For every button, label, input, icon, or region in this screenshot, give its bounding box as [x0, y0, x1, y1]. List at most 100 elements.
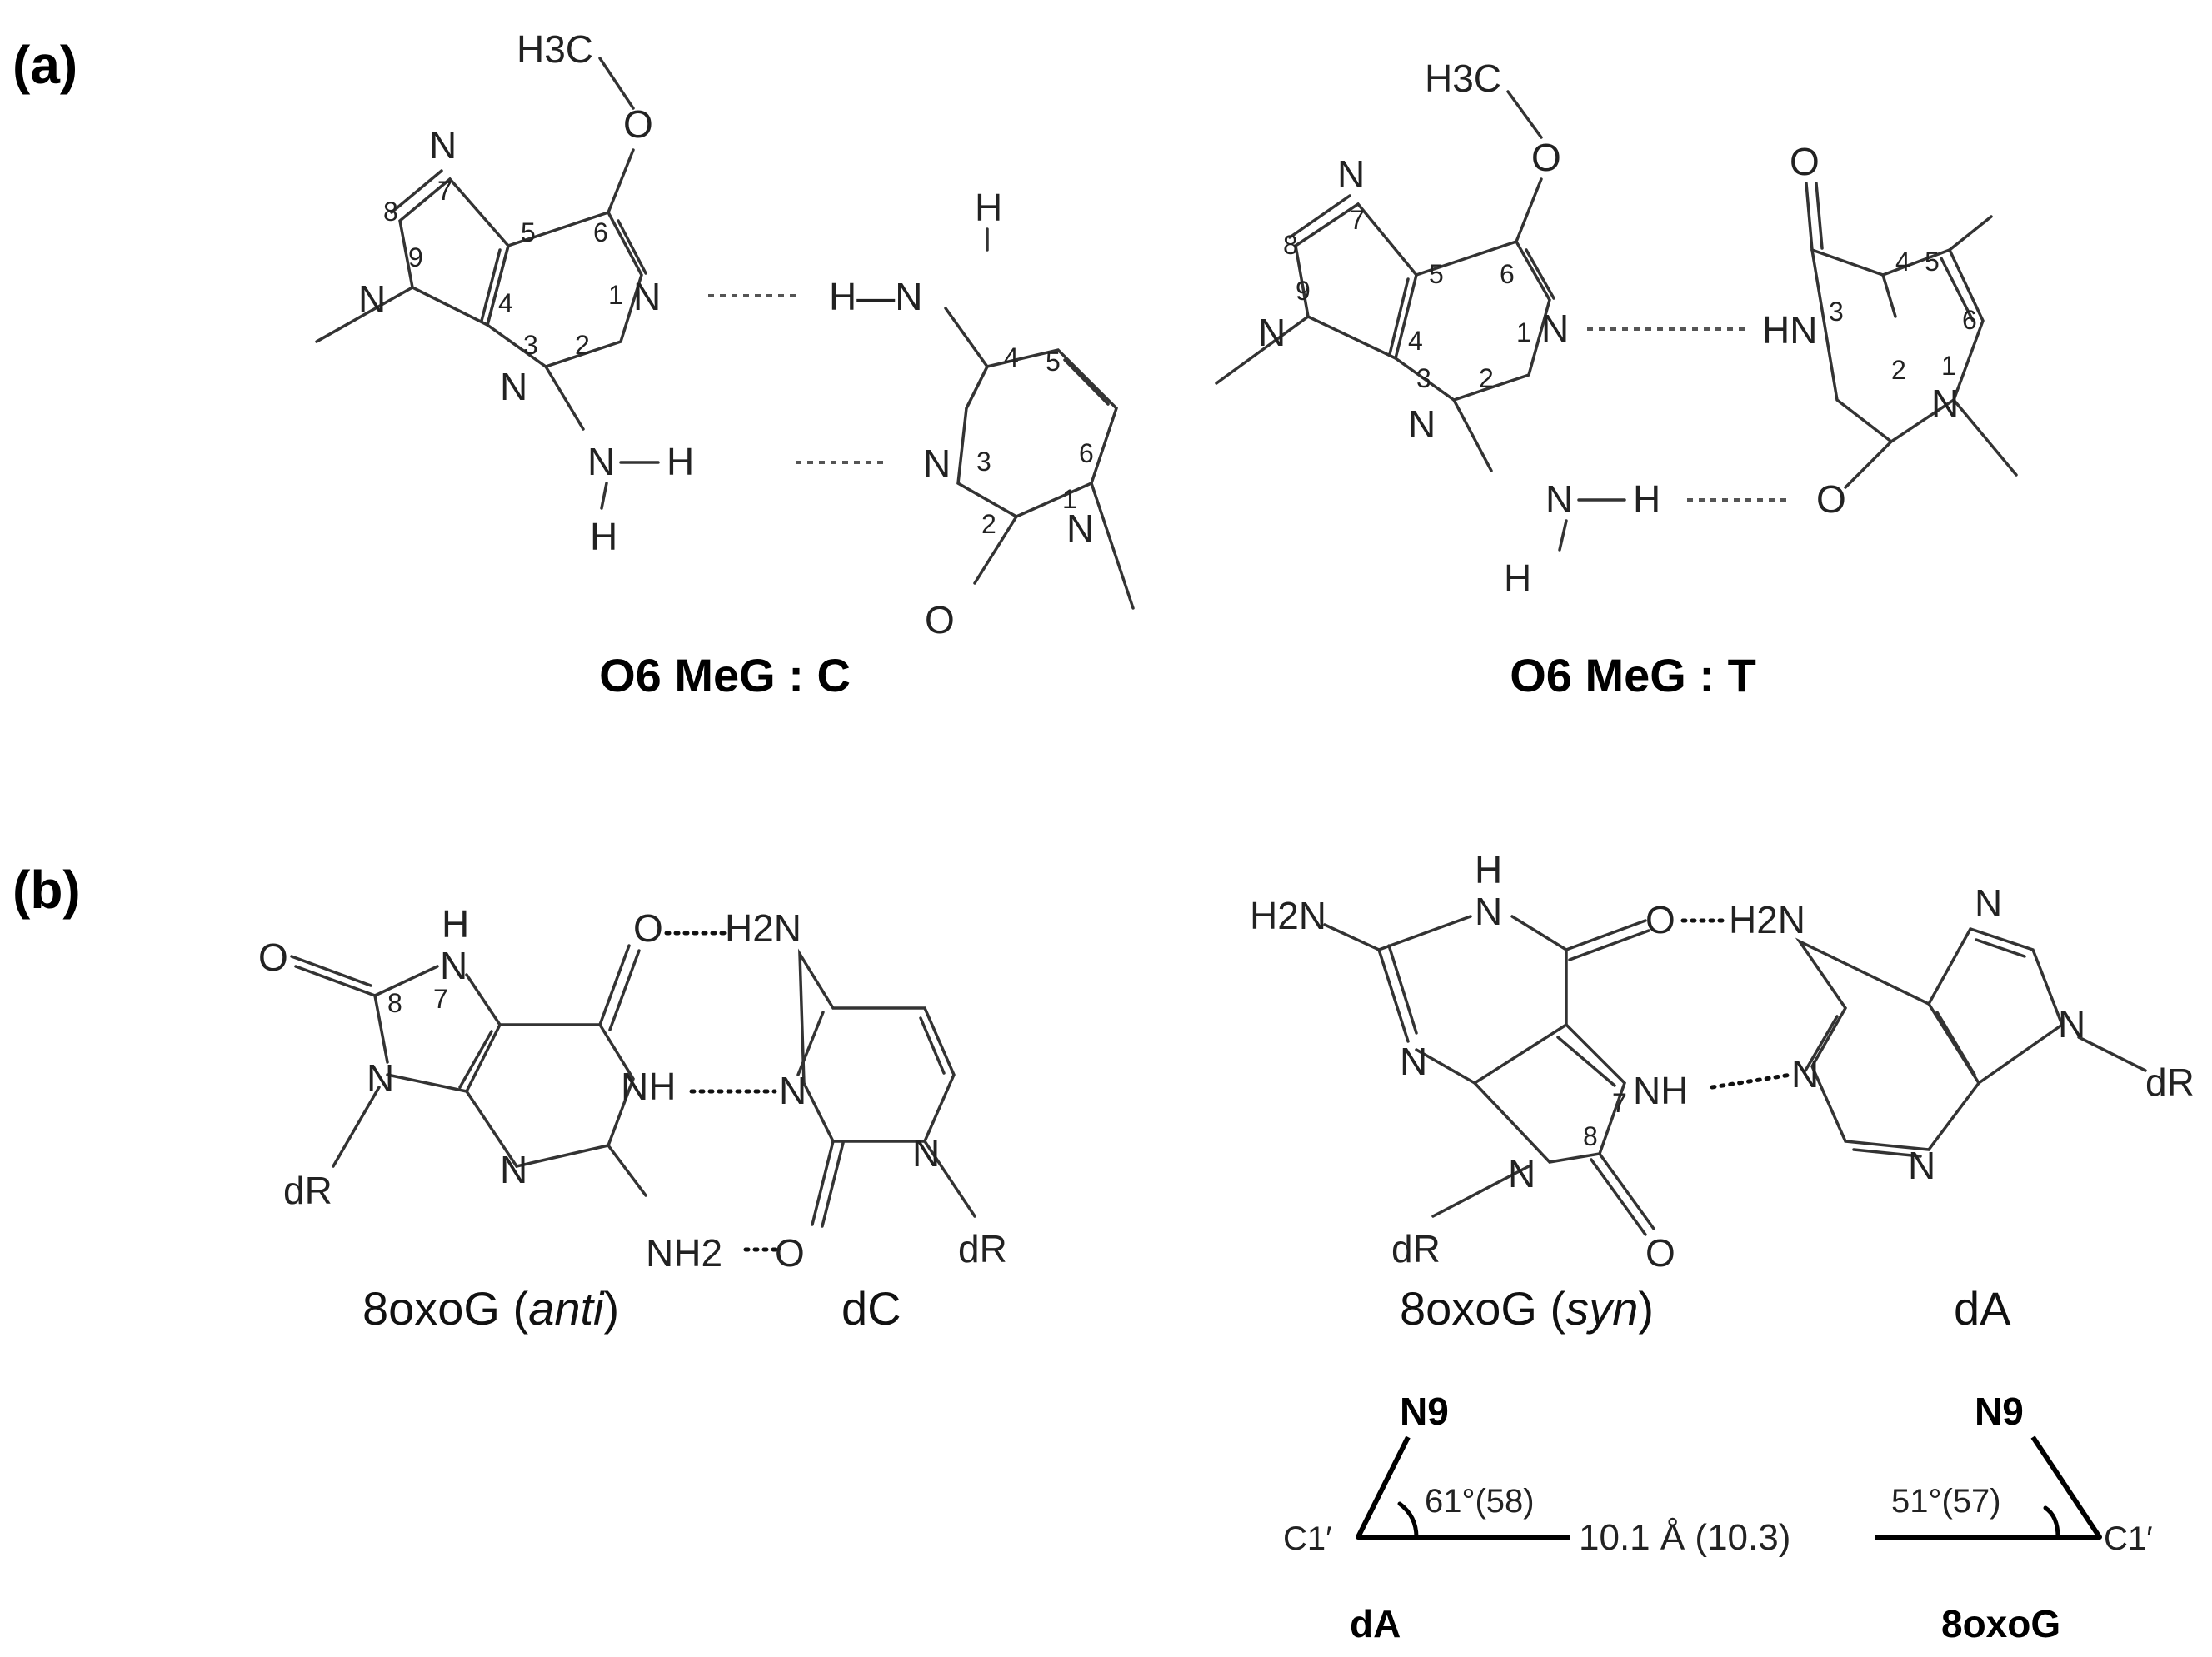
ring-number: 4: [1004, 342, 1019, 372]
ring-number: 5: [1925, 247, 1940, 277]
ring-number: 1: [1062, 484, 1077, 514]
atom-o6: O: [633, 906, 663, 950]
atom-n9: N: [358, 277, 386, 321]
caption-prefix: 8oxoG (: [1400, 1282, 1566, 1335]
atom-n9: N: [1508, 1152, 1535, 1195]
atom-n3-a: N: [1908, 1144, 1935, 1187]
panel-label-a: (a): [12, 35, 77, 95]
ring-number: 8: [1583, 1121, 1598, 1151]
atom-n3-c: N: [923, 442, 951, 485]
atom-dr: dR: [283, 1169, 332, 1212]
geometry-schematic: N9 N9 C1′ C1′ 61°(58) 51°(57) 10.1 Å (10…: [1283, 1390, 2153, 1645]
ring-number: 4: [1408, 326, 1423, 356]
caption-italic: anti: [528, 1282, 605, 1335]
atom-n7-a: N: [1975, 881, 2002, 925]
atom-n1: N: [633, 275, 661, 318]
methyl-label: H3C: [1425, 57, 1501, 100]
panel-label-b: (b): [12, 860, 81, 920]
ring-number: 7: [437, 176, 452, 206]
caption-suffix: ): [1638, 1282, 1654, 1335]
ring-number: 7: [1612, 1088, 1627, 1118]
ring-number: 1: [608, 280, 623, 310]
label-da: dA: [1350, 1602, 1401, 1645]
atom-h2n: H2N: [1250, 894, 1326, 937]
atom-n1-a: N: [1791, 1052, 1819, 1096]
atom-n-amino: N: [587, 440, 615, 483]
caption-da: dA: [1954, 1282, 2011, 1335]
ring-number: 4: [498, 288, 513, 318]
atom-dr: dR: [2145, 1061, 2195, 1104]
atom-n1: NH: [621, 1065, 676, 1108]
atom-h: H: [1475, 848, 1502, 891]
distance-label: 10.1 Å (10.3): [1579, 1517, 1790, 1558]
ring-number: 6: [1962, 305, 1977, 335]
atom-o2: O: [925, 598, 955, 641]
h-n-label: H—N: [829, 275, 922, 318]
atom-o: O: [1531, 136, 1561, 179]
ring-number: 5: [1429, 259, 1444, 289]
ring-number: 2: [981, 509, 996, 539]
ring-number: 3: [523, 330, 538, 360]
ring-number: 4: [1895, 247, 1910, 277]
ring-number: 1: [1516, 317, 1531, 347]
atom-n1: N: [1541, 307, 1569, 350]
atom-n3-c: N: [779, 1069, 806, 1112]
caption-suffix: ): [604, 1282, 620, 1335]
atom-n9: N: [367, 1056, 394, 1100]
ring-number: 3: [1829, 297, 1844, 327]
atom-h: H: [975, 186, 1002, 229]
atom-h: H: [1504, 556, 1531, 600]
angle-left: 61°(58): [1425, 1483, 1535, 1520]
atom-n7h: NH: [1633, 1069, 1688, 1112]
atom-n7: N: [1337, 152, 1365, 196]
ring-number: 3: [1416, 363, 1431, 393]
label-n9-right: N9: [1975, 1390, 2024, 1433]
ring-number: 1: [1941, 351, 1956, 381]
atom-o8: O: [1645, 1231, 1675, 1275]
atom-n3: N: [500, 1148, 527, 1191]
structure-o6meg-c: H3C O N N N N N H H 7 8 9 5 6 4 1 3 2: [315, 27, 1135, 641]
atom-h2n: H2N: [1729, 898, 1805, 941]
ring-number: 9: [1296, 276, 1311, 306]
atom-h: H: [590, 515, 617, 558]
ring-number: 7: [1350, 205, 1365, 235]
atom-o6: O: [1645, 898, 1675, 941]
atom-n9: N: [1258, 311, 1286, 354]
caption-dc: dC: [841, 1282, 901, 1335]
ring-number: 8: [387, 988, 402, 1018]
angle-right: 51°(57): [1891, 1483, 2001, 1520]
atom-h: H: [1633, 477, 1660, 521]
atom-n1-c: N: [1066, 507, 1094, 550]
ring-number: 2: [1891, 355, 1906, 385]
ring-number: 6: [1500, 259, 1515, 289]
atom-n9-a: N: [2058, 1002, 2085, 1046]
label-n9-left: N9: [1400, 1390, 1449, 1433]
atom-n2: NH2: [646, 1231, 722, 1275]
atom-h: H: [667, 440, 694, 483]
atom-n3-t: HN: [1762, 308, 1817, 352]
ring-number: 2: [1479, 363, 1494, 393]
caption-italic: syn: [1565, 1282, 1638, 1335]
atom-dr: dR: [958, 1227, 1007, 1270]
atom-n3: N: [500, 365, 527, 408]
atom-o2: O: [775, 1231, 805, 1275]
structure-8oxog-anti-dc: H N O N dR N O NH NH2 8 7 H2N N N: [258, 902, 1007, 1275]
ring-number: 6: [1079, 438, 1094, 468]
structure-8oxog-syn-da: H2N H N N N dR O O NH 7 8 H2N N N: [1250, 848, 2195, 1275]
atom-dr: dR: [1391, 1227, 1441, 1270]
caption-o6meg-c: O6 MeG : C: [599, 649, 851, 701]
atom-n1: N: [1475, 890, 1502, 933]
atom-n7: N: [440, 944, 467, 987]
caption-o6meg-t: O6 MeG : T: [1510, 649, 1756, 701]
ring-number: 2: [575, 330, 590, 360]
ring-number: 8: [1283, 230, 1298, 260]
atom-o4: O: [1790, 140, 1820, 183]
atom-n3: N: [1408, 402, 1436, 446]
structure-o6meg-t: H3C O N N N N N H H 7 8 9 5 6 4 1 3 2 O: [1215, 57, 2018, 600]
caption-prefix: 8oxoG (: [362, 1282, 529, 1335]
atom-n7: N: [429, 123, 457, 167]
atom-h2n: H2N: [725, 906, 801, 950]
methyl-label: H3C: [517, 27, 593, 71]
atom-h: H: [442, 902, 469, 946]
label-8oxog: 8oxoG: [1941, 1602, 2060, 1645]
